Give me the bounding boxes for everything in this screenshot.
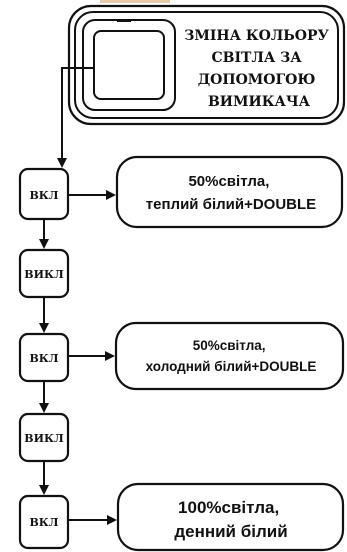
result-line: теплий білий+DOUBLE <box>146 196 316 213</box>
result-text: 50%світла, теплий білий+DOUBLE <box>146 173 316 213</box>
result-2: 50%світла, холодний білий+DOUBLE <box>114 321 345 391</box>
result-box <box>115 155 344 229</box>
result-box <box>114 321 345 391</box>
step-label: ВКЛ <box>29 516 58 529</box>
switch-inner-frame <box>74 11 339 119</box>
step-off-2: ВИКЛ <box>18 412 70 463</box>
title-line: ЗМІНА КОЛЬОРУ <box>184 28 329 44</box>
result-text: 100%світла, денний білий <box>174 498 287 541</box>
switch-outer-frame <box>67 4 346 126</box>
step-box <box>18 412 70 463</box>
top-strip-decoration <box>100 0 170 3</box>
switch-to-first-step-arrow <box>57 67 94 168</box>
result-line: холодний білий+DOUBLE <box>146 359 317 374</box>
step-label: ВИКЛ <box>24 268 64 281</box>
step-box <box>18 494 70 550</box>
result-line: 50%світла, <box>188 173 269 190</box>
step-label: ВИКЛ <box>24 432 64 445</box>
result-line: 50%світла, <box>193 338 266 353</box>
step-off-1: ВИКЛ <box>18 248 70 299</box>
step-label: ВКЛ <box>29 352 58 365</box>
title-line: СВІТЛА ЗА <box>212 50 303 66</box>
step-label: ВКЛ <box>29 189 58 202</box>
title-line: ВИМИКАЧА <box>208 94 311 110</box>
step-box <box>18 248 70 299</box>
result-3: 100%світла, денний білий <box>116 482 345 552</box>
wall-switch-panel: ЗМІНА КОЛЬОРУ СВІТЛА ЗА ДОПОМОГОЮ ВИМИКА… <box>67 4 346 126</box>
step-box <box>18 332 70 383</box>
result-text: 50%світла, холодний білий+DOUBLE <box>146 338 317 374</box>
step-on-1: ВКЛ <box>18 167 70 221</box>
result-line: 100%світла, <box>178 498 279 517</box>
step-on-3: ВКЛ <box>18 494 70 550</box>
result-line: денний білий <box>174 522 287 541</box>
result-box <box>116 482 345 552</box>
switch-key-inner <box>93 30 165 100</box>
result-1: 50%світла, теплий білий+DOUBLE <box>115 155 344 229</box>
title-line: ДОПОМОГОЮ <box>198 72 316 88</box>
diagram-title: ЗМІНА КОЛЬОРУ СВІТЛА ЗА ДОПОМОГОЮ ВИМИКА… <box>184 28 333 110</box>
step-on-2: ВКЛ <box>18 332 70 383</box>
